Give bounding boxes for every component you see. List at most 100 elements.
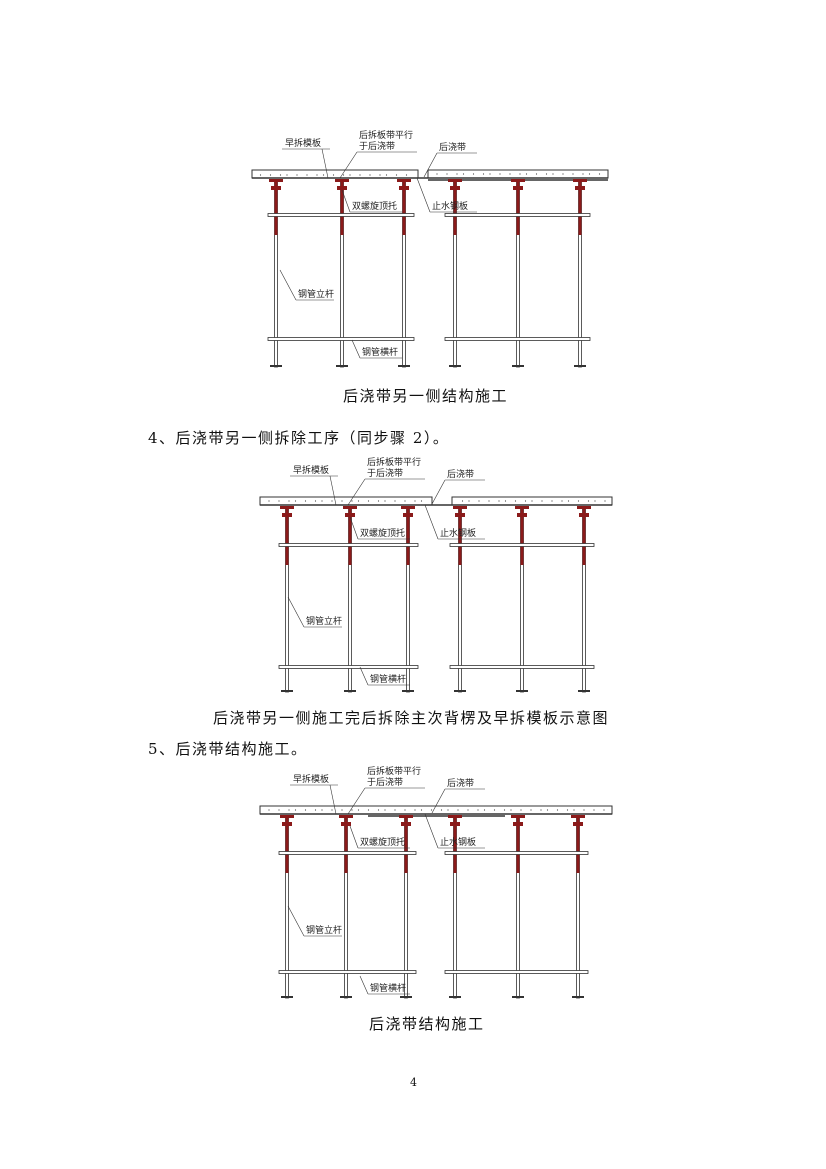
jack-head [397, 179, 411, 182]
label-post-pour-band: 后浇带 [439, 141, 466, 153]
jack-screw [404, 818, 408, 873]
aggregate-dot [577, 500, 580, 502]
caption-2: 后浇带另一侧施工完后拆除主次背楞及早拆模板示意图 [213, 709, 610, 727]
aggregate-dot [268, 500, 270, 502]
leader-line [359, 666, 369, 686]
aggregate-dot [440, 809, 443, 811]
label-post-pour-band: 后浇带 [447, 468, 474, 480]
aggregate-dot [472, 173, 475, 175]
post-base [449, 365, 461, 367]
label-post-pour-band: 后浇带 [447, 777, 474, 789]
aggregate-dot [351, 500, 353, 502]
leader-line [287, 905, 305, 937]
aggregate-dot [316, 174, 318, 176]
leader-line [416, 177, 431, 213]
aggregate-dot [530, 809, 532, 811]
aggregate-dot [499, 173, 501, 175]
leader-line [347, 787, 366, 815]
aggregate-dot [279, 174, 282, 176]
leader-line [349, 516, 359, 540]
leader-line [351, 339, 361, 359]
steel-crossbar [449, 543, 595, 547]
post-base [572, 996, 584, 998]
aggregate-dot [573, 809, 575, 811]
aggregate-dot [489, 173, 491, 175]
aggregate-dot [420, 500, 423, 502]
aggregate-dot [540, 809, 542, 811]
jack-head [571, 815, 585, 818]
aggregate-dot [510, 809, 512, 811]
aggregate-dot [483, 809, 486, 811]
aggregate-dot [377, 500, 380, 502]
label-parallel-band-1: 后拆板带平行 [367, 456, 421, 468]
concrete-slab [259, 496, 433, 506]
aggregate-dot [379, 174, 381, 176]
aggregate-dot [587, 500, 590, 502]
steel-crossbar [267, 337, 415, 341]
aggregate-dot [414, 500, 416, 502]
heading-step-4: 4、后浇带另一侧拆除工序（同步骤 2）。 [148, 429, 450, 447]
aggregate-dot [552, 173, 554, 175]
aggregate-dot [603, 809, 605, 811]
aggregate-dot [551, 500, 553, 502]
leader-line [339, 151, 358, 179]
steel-crossbar [444, 337, 591, 341]
aggregate-dot [525, 173, 528, 175]
leader-line [321, 148, 329, 179]
jack-head [577, 506, 591, 509]
aggregate-dot [545, 173, 548, 175]
jack-head [280, 506, 294, 509]
caption-3: 后浇带结构施工 [369, 1015, 485, 1033]
jack-head [453, 506, 467, 509]
concrete-slab [259, 805, 613, 815]
leader-line [359, 975, 369, 995]
label-double-screw-jack: 双螺旋顶托 [352, 200, 397, 212]
aggregate-dot [367, 500, 370, 502]
aggregate-dot [341, 500, 343, 502]
label-parallel-band-2: 于后浇带 [367, 776, 403, 788]
aggregate-dot [359, 174, 361, 176]
aggregate-dot [514, 500, 517, 502]
label-steel-crossbar: 钢管横杆 [370, 673, 406, 685]
post-base [578, 690, 590, 692]
jack-head [343, 506, 357, 509]
label-parallel-band-2: 于后浇带 [367, 467, 403, 479]
leader-line [279, 269, 297, 301]
label-early-formwork: 早拆模板 [285, 137, 321, 149]
aggregate-dot [321, 500, 323, 502]
aggregate-dot [503, 809, 506, 811]
leader-line [424, 504, 439, 540]
aggregate-dot [582, 173, 584, 175]
label-waterstop-plate: 止水钢板 [440, 527, 476, 539]
jack-screw [458, 509, 462, 565]
aggregate-dot [341, 809, 343, 811]
aggregate-dot [278, 809, 280, 811]
jack-screw [285, 509, 289, 565]
label-parallel-band-1: 后拆板带平行 [367, 765, 421, 777]
aggregate-dot [331, 809, 333, 811]
aggregate-dot [322, 174, 325, 176]
aggregate-dot [519, 173, 521, 175]
aggregate-dot [468, 500, 470, 502]
leader-line [349, 825, 359, 849]
label-waterstop-plate: 止水钢板 [440, 836, 476, 848]
aggregate-dot [566, 809, 569, 811]
post-base [512, 996, 524, 998]
aggregate-dot [286, 174, 288, 176]
aggregate-dot [531, 500, 533, 502]
aggregate-dot [304, 500, 307, 502]
label-waterstop-plate: 止水钢板 [432, 200, 468, 212]
aggregate-dot [498, 500, 500, 502]
jack-screw [582, 509, 586, 565]
aggregate-dot [349, 174, 351, 176]
jack-head [399, 815, 413, 818]
aggregate-dot [288, 809, 290, 811]
jack-screw [340, 182, 344, 235]
aggregate-dot [556, 809, 559, 811]
aggregate-dot [384, 809, 386, 811]
aggregate-dot [467, 809, 469, 811]
caption-1: 后浇带另一侧结构施工 [343, 387, 509, 405]
aggregate-dot [482, 173, 485, 175]
aggregate-dot [594, 500, 596, 502]
steel-crossbar [278, 665, 419, 669]
